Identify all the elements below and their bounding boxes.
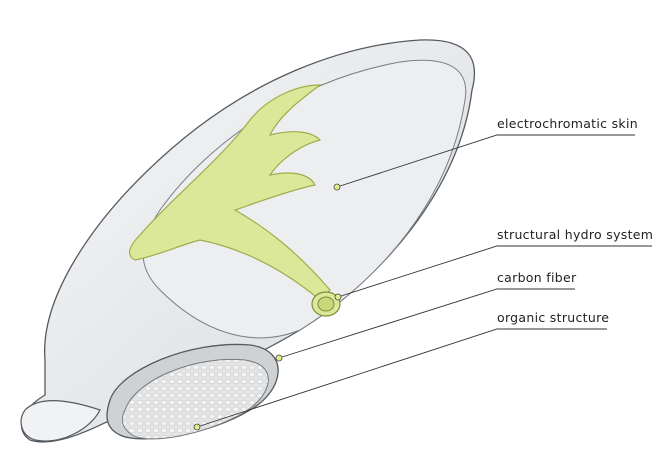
leader-line-carbon	[278, 288, 575, 359]
organic-structure	[121, 358, 269, 440]
bottom-lip	[20, 400, 101, 442]
leader-line-organic	[196, 328, 607, 428]
marker-skin	[333, 183, 341, 191]
label-carbon-fiber: carbon fiber	[497, 270, 577, 285]
marker-carbon	[275, 354, 283, 362]
leader-line-skin	[336, 134, 635, 188]
leader-line-hydro	[337, 245, 652, 298]
label-electrochromatic-skin: electrochromatic skin	[497, 116, 638, 131]
marker-hydro	[334, 293, 342, 301]
label-structural-hydro-system: structural hydro system	[497, 227, 654, 242]
structural-hydro-system	[128, 84, 331, 301]
marker-organic	[193, 423, 201, 431]
label-organic-structure: organic structure	[497, 310, 610, 325]
